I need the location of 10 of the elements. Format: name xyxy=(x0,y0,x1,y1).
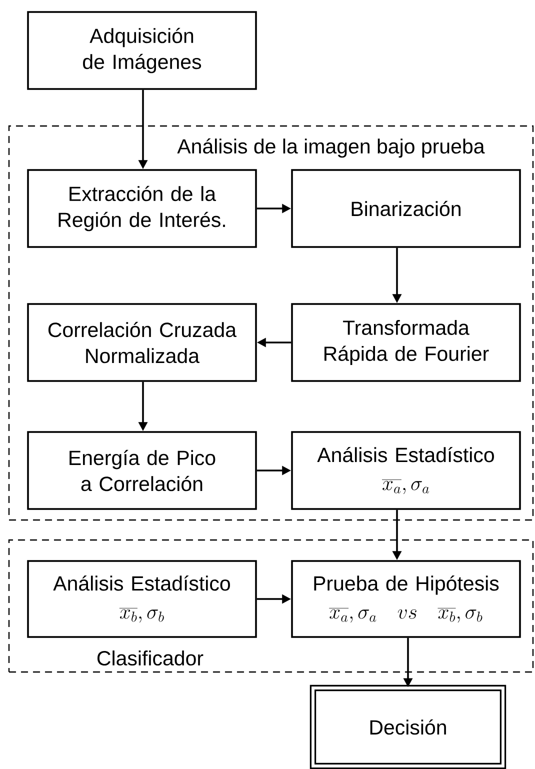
process-box: Energía de Pico a Correlación xyxy=(27,431,257,510)
process-box: Prueba de Hipótesis $\overline{x_a},\sigma_a\;\; vs\;\; \overline{x_b},\sigma_b$ xyxy=(291,560,521,638)
process-box: Transformada Rápida de Fourier xyxy=(291,303,521,382)
process-box: Decisión xyxy=(310,684,506,769)
process-box: Análisis Estadístico $\overline{x_a},\sigma_a$ xyxy=(291,431,521,510)
process-box: Correlación Cruzada Normalizada xyxy=(27,303,257,382)
process-box: Adquisición de Imágenes xyxy=(27,11,257,90)
process-box: Binarización xyxy=(291,169,521,248)
process-box: Extracción de la Región de Interés. xyxy=(27,169,257,248)
process-box: Análisis Estadístico $\overline{x_b},\sigma_b$ xyxy=(27,560,257,638)
